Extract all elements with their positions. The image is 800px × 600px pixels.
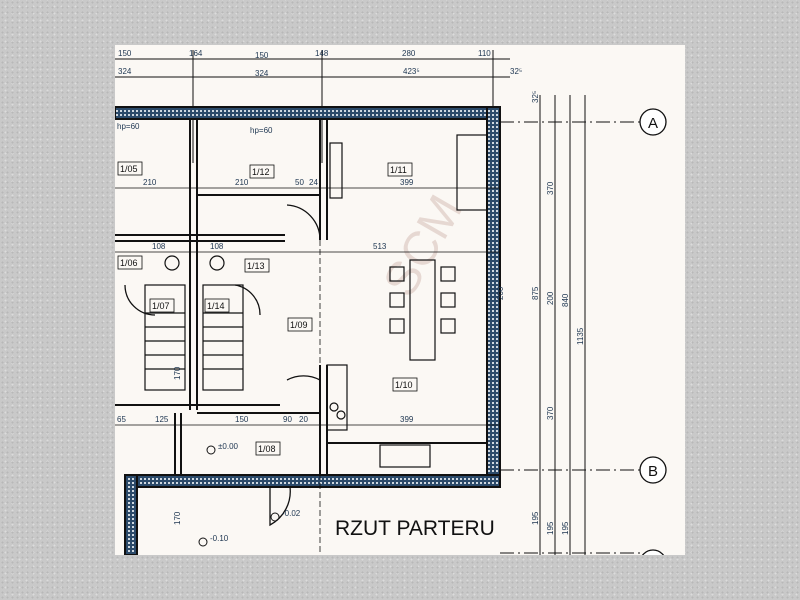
svg-text:-0.02: -0.02: [282, 509, 301, 518]
window-dim: 200: [496, 286, 505, 300]
svg-text:1135: 1135: [576, 327, 585, 345]
kitchen-counter: [326, 364, 348, 431]
watermark: SCM: [374, 187, 473, 306]
sofa: [456, 134, 488, 211]
floor-plan: SCM 150 164 150 148 280 110 324 324 423⁵ 32⁵: [114, 45, 685, 577]
svg-text:210: 210: [143, 178, 157, 187]
svg-text:-0.10: -0.10: [210, 534, 229, 543]
svg-text:110: 110: [478, 49, 491, 58]
svg-text:148: 148: [315, 49, 329, 58]
vertical-dims: 32⁵ 370 200 370 875 840 1135 195 195 195: [531, 91, 585, 535]
svg-text:170: 170: [173, 511, 182, 525]
svg-text:1/08: 1/08: [258, 444, 276, 454]
svg-text:195: 195: [561, 521, 570, 535]
svg-text:195: 195: [546, 521, 555, 535]
grid-axis-markers: A B C: [639, 108, 667, 577]
svg-text:108: 108: [152, 242, 166, 251]
svg-text:B: B: [648, 463, 658, 480]
plan-title: RZUT PARTERU: [335, 517, 495, 540]
furniture: [164, 134, 488, 468]
svg-text:1/05: 1/05: [120, 164, 138, 174]
horizontal-dims: 210 210 50 24 399 513 108 108 65 125 150 90 20…: [117, 178, 414, 424]
svg-text:195: 195: [531, 511, 540, 525]
svg-text:1/14: 1/14: [207, 301, 225, 311]
svg-text:1/12: 1/12: [252, 167, 270, 177]
svg-text:125: 125: [155, 415, 169, 424]
svg-text:324: 324: [118, 67, 132, 76]
room-labels: 1/05 1/06 1/07 1/08 1/09 1/10 1/11 1/12 …: [117, 161, 418, 456]
svg-text:170: 170: [173, 366, 182, 380]
svg-text:399: 399: [400, 415, 414, 424]
svg-text:108: 108: [210, 242, 224, 251]
doors: [124, 204, 321, 527]
level-marks: ±0.00 -0.02 -0.10 170 170: [173, 366, 301, 547]
svg-text:20: 20: [299, 415, 308, 424]
tv-unit: [329, 142, 343, 199]
dim-lines: [115, 187, 500, 555]
svg-text:1/10: 1/10: [395, 380, 413, 390]
sink: [379, 444, 431, 468]
svg-text:1/09: 1/09: [290, 320, 308, 330]
svg-text:150: 150: [118, 49, 132, 58]
svg-text:32⁵: 32⁵: [510, 67, 522, 76]
svg-text:370: 370: [546, 406, 555, 420]
stairs: [144, 284, 244, 391]
svg-text:370: 370: [546, 181, 555, 195]
svg-text:875: 875: [531, 286, 540, 300]
svg-text:150: 150: [235, 415, 249, 424]
svg-text:SCM: SCM: [374, 187, 473, 306]
vertical-dim-lines: [500, 95, 640, 555]
svg-text:hp=60: hp=60: [117, 122, 140, 131]
svg-text:A: A: [648, 115, 658, 132]
svg-text:513: 513: [373, 242, 387, 251]
svg-text:399: 399: [400, 178, 414, 187]
walls: [114, 106, 501, 556]
floor-plan-drawing: SCM 150 164 150 148 280 110 324 324 423⁵ 32⁵: [114, 49, 667, 577]
svg-text:hp=60: hp=60: [250, 126, 273, 135]
svg-text:50: 50: [295, 178, 304, 187]
svg-text:1/06: 1/06: [120, 258, 138, 268]
svg-text:280: 280: [402, 49, 416, 58]
top-dims-row2: 324 324 423⁵ 32⁵: [118, 67, 522, 78]
svg-text:65: 65: [117, 415, 126, 424]
svg-text:90: 90: [283, 415, 292, 424]
svg-text:150: 150: [255, 51, 269, 60]
svg-text:24: 24: [309, 178, 318, 187]
svg-text:840: 840: [561, 293, 570, 307]
svg-text:164: 164: [189, 49, 203, 58]
svg-text:32⁵: 32⁵: [531, 91, 540, 103]
svg-text:200: 200: [546, 291, 555, 305]
svg-text:1/07: 1/07: [152, 301, 170, 311]
svg-text:1/13: 1/13: [247, 261, 265, 271]
svg-text:423⁵: 423⁵: [403, 67, 420, 76]
top-dims-row1: 150 164 150 148 280 110: [118, 49, 491, 60]
svg-text:1/11: 1/11: [390, 165, 407, 175]
dining-table: [409, 259, 436, 361]
window-labels: hp=60 hp=60: [117, 122, 273, 135]
svg-text:±0.00: ±0.00: [218, 442, 239, 451]
svg-text:324: 324: [255, 69, 269, 78]
svg-text:210: 210: [235, 178, 249, 187]
